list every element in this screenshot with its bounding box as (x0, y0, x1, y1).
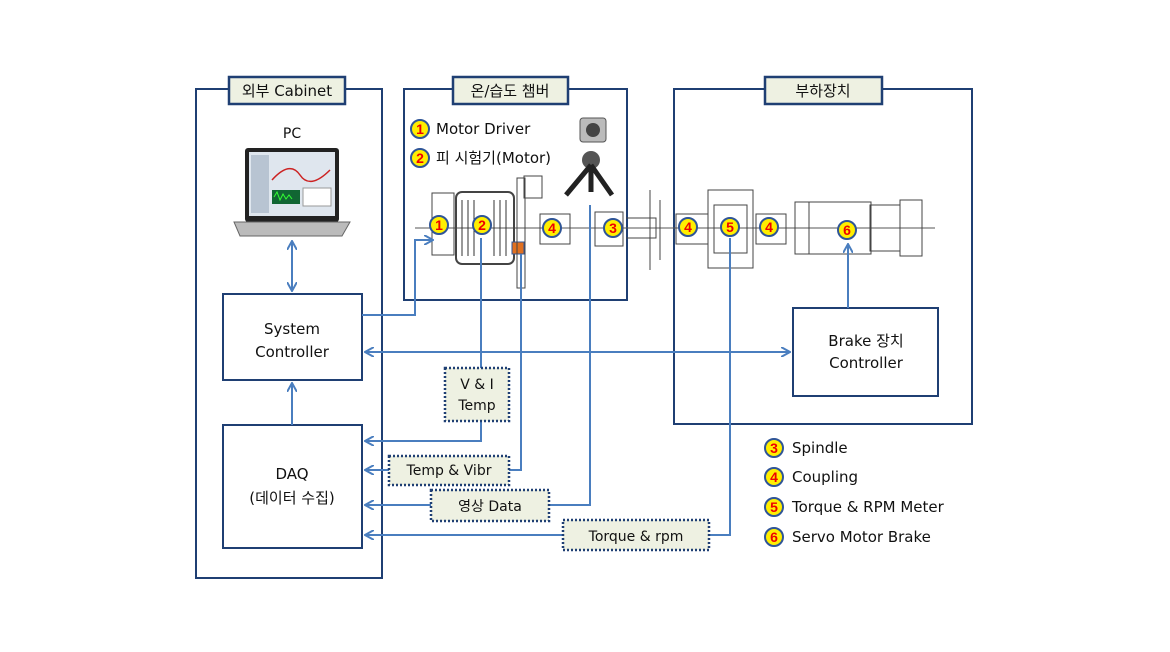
signal-video: 영상 Data (429, 488, 551, 523)
legend-coupling: Coupling (792, 468, 858, 486)
vi-temp-link (366, 421, 482, 441)
legend-number: 4 (770, 469, 778, 485)
temp-label: Temp (457, 398, 495, 414)
daq-line2: (데이터 수집) (249, 489, 334, 507)
vi-label: V & I (460, 377, 494, 393)
brake-controller-line1: Brake 장치 (828, 332, 903, 350)
chamber-title-text: 온/습도 챔버 (471, 82, 550, 100)
badge-number: 2 (416, 150, 424, 166)
badge-torque-meter: 5 (726, 219, 734, 235)
badge-servo-brake: 6 (843, 222, 851, 238)
system-controller-line2: Controller (255, 343, 330, 361)
badge-motor-driver: 1 (435, 217, 443, 233)
legend-number: 5 (770, 499, 778, 515)
chamber-legend: 1 Motor Driver 2 피 시험기(Motor) (410, 119, 551, 168)
system-controller-line1: System (264, 320, 320, 338)
controller-driver-link (362, 240, 432, 316)
legend-torque-meter: Torque & RPM Meter (791, 498, 945, 516)
signal-temp-vibr: Temp & Vibr (387, 454, 511, 487)
brake-controller-box: Brake 장치 Controller (792, 307, 939, 397)
badge-coupling: 4 (684, 219, 692, 235)
legend-number: 6 (770, 529, 778, 545)
signal-vi-temp: V & I Temp (443, 366, 511, 423)
daq-line1: DAQ (275, 465, 308, 483)
signal-torque-rpm: Torque & rpm (561, 518, 711, 552)
badge-test-motor: 2 (478, 217, 486, 233)
badge-coupling: 4 (548, 220, 556, 236)
badge-coupling: 4 (765, 219, 773, 235)
badge-spindle: 3 (609, 220, 617, 236)
camera-icon (564, 117, 615, 197)
load-title-text: 부하장치 (795, 82, 850, 100)
system-controller-box: System Controller (222, 293, 363, 381)
cabinet-title: 외부 Cabinet (227, 75, 347, 106)
connections (292, 205, 848, 535)
legend-servo-brake: Servo Motor Brake (792, 528, 931, 546)
legend-spindle: Spindle (792, 439, 848, 457)
laptop-icon (233, 148, 351, 237)
motor-driver-label: Motor Driver (436, 120, 531, 138)
video-label: 영상 Data (458, 499, 522, 515)
chamber-title: 온/습도 챔버 (451, 75, 570, 106)
test-motor-label: 피 시험기(Motor) (436, 149, 551, 167)
brake-controller-line2: Controller (829, 354, 904, 372)
legend-number: 3 (770, 440, 778, 456)
load-title: 부하장치 (763, 75, 884, 106)
mechanism-badges: 1 2 4 3 4 5 4 6 (429, 215, 857, 240)
badge-number: 1 (416, 121, 424, 137)
pc-label: PC (283, 126, 301, 142)
component-legend: 3 Spindle 4 Coupling 5 Torque & RPM Mete… (764, 438, 945, 547)
torque-rpm-label: Torque & rpm (588, 529, 684, 545)
temp-vibr-label: Temp & Vibr (406, 463, 492, 479)
cabinet-title-text: 외부 Cabinet (242, 82, 332, 100)
daq-box: DAQ (데이터 수집) (222, 424, 363, 549)
